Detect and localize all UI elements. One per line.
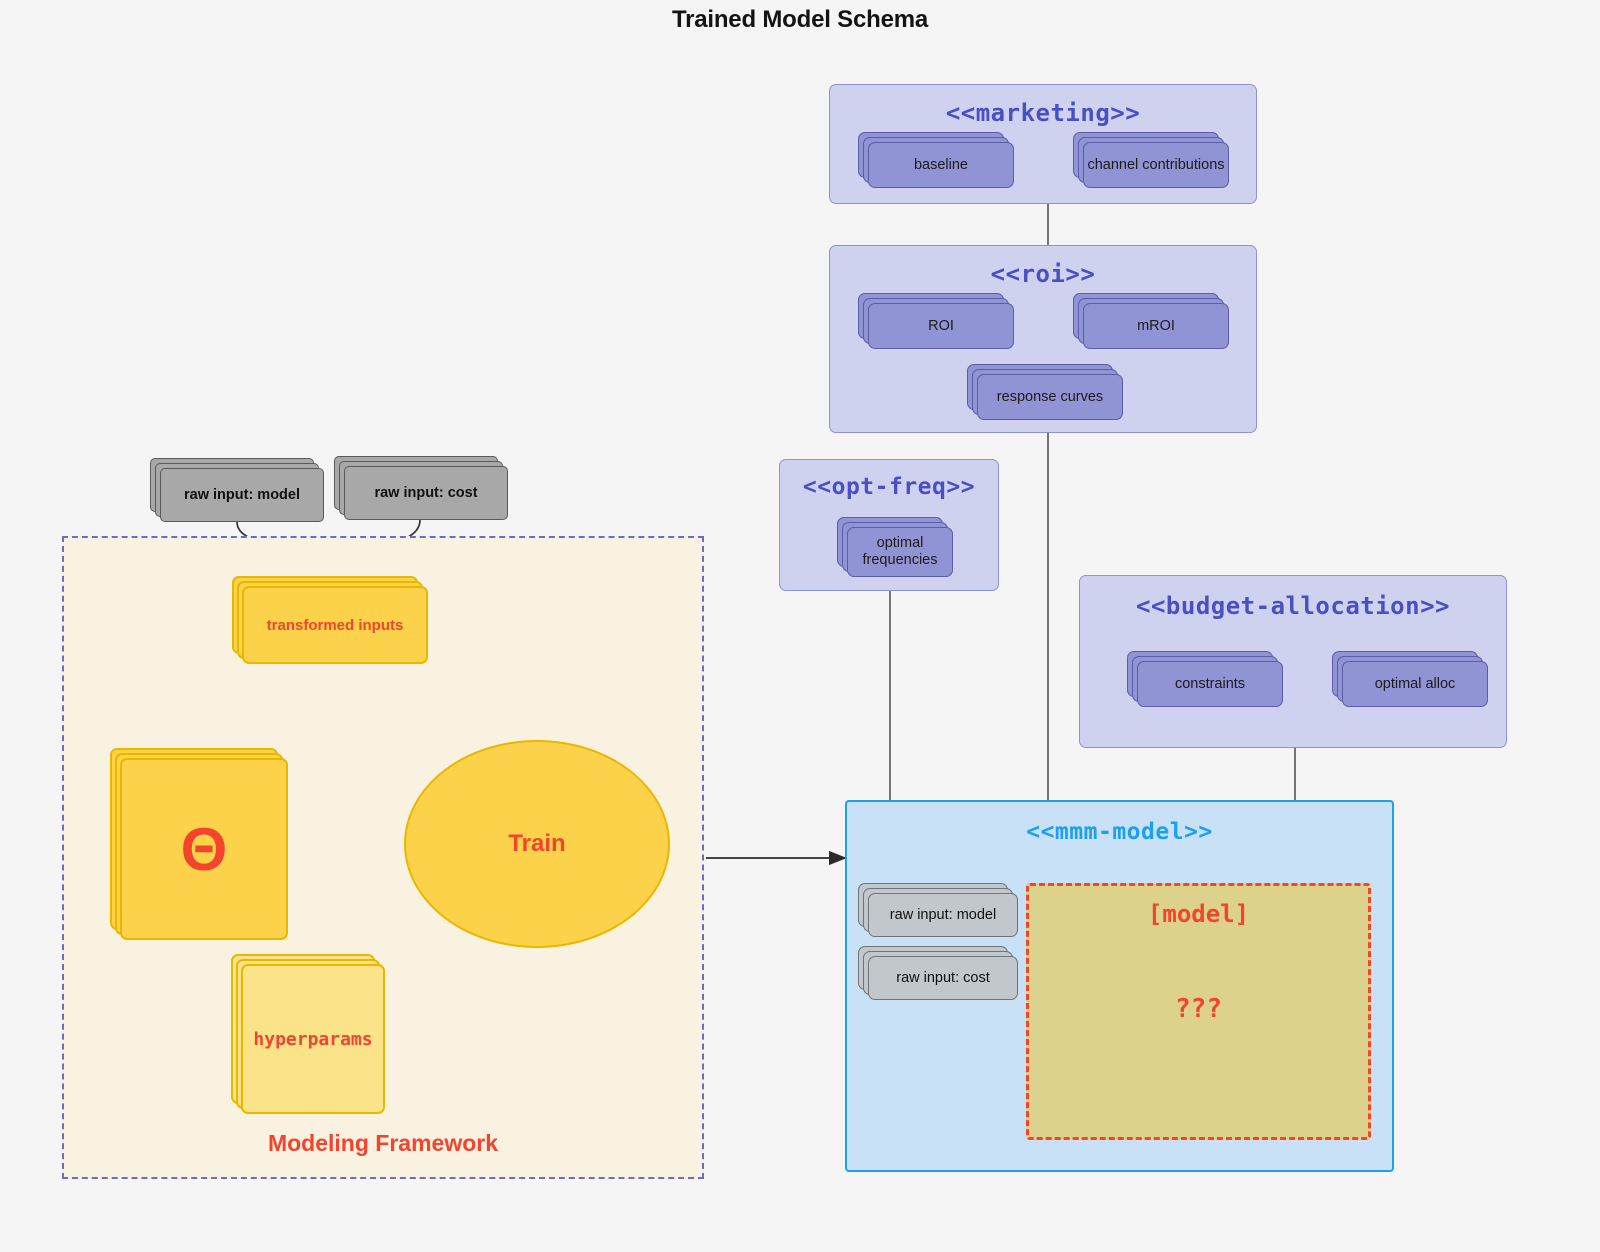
card-constraints[interactable]: constraints	[1127, 651, 1283, 707]
package-marketing-title: <<marketing>>	[945, 99, 1141, 127]
modeling-framework-label: Modeling Framework	[267, 1130, 499, 1156]
raw-input-cost[interactable]: raw input: cost	[334, 456, 508, 520]
card-optimal-alloc[interactable]: optimal alloc	[1332, 651, 1488, 707]
card-theta[interactable]: Θ	[110, 748, 288, 940]
card-baseline-label: baseline	[868, 142, 1014, 188]
optimal-frequencies-line1: optimal	[876, 535, 924, 552]
card-response-curves-label: response curves	[977, 374, 1123, 420]
card-channel-contributions-label: channel contributions	[1083, 142, 1229, 188]
card-optimal-frequencies[interactable]: optimal frequencies	[837, 517, 953, 577]
model-placeholder-box[interactable]: [model] ???	[1026, 883, 1371, 1140]
mmm-input-raw-model[interactable]: raw input: model	[858, 883, 1018, 937]
card-optimal-alloc-label: optimal alloc	[1342, 661, 1488, 707]
package-opt-freq-title: <<opt-freq>>	[802, 474, 976, 500]
card-constraints-label: constraints	[1137, 661, 1283, 707]
package-budget-allocation-title: <<budget-allocation>>	[1136, 592, 1450, 620]
mmm-input-raw-cost-label: raw input: cost	[868, 956, 1018, 1000]
card-theta-label: Θ	[120, 758, 288, 940]
package-roi-title: <<roi>>	[990, 260, 1096, 288]
card-response-curves[interactable]: response curves	[967, 364, 1123, 420]
card-baseline[interactable]: baseline	[858, 132, 1014, 188]
package-mmm-model-title: <<mmm-model>>	[1026, 819, 1213, 845]
train-node[interactable]: Train	[404, 740, 670, 948]
card-hyperparams-label: hyperparams	[241, 964, 385, 1114]
card-transformed-inputs[interactable]: transformed inputs	[232, 576, 428, 664]
card-transformed-inputs-label: transformed inputs	[242, 586, 428, 664]
raw-input-model[interactable]: raw input: model	[150, 458, 324, 522]
mmm-input-raw-model-label: raw input: model	[868, 893, 1018, 937]
card-mroi[interactable]: mROI	[1073, 293, 1229, 349]
card-hyperparams[interactable]: hyperparams	[231, 954, 385, 1114]
card-roi[interactable]: ROI	[858, 293, 1014, 349]
raw-input-cost-label: raw input: cost	[344, 466, 508, 520]
card-channel-contributions[interactable]: channel contributions	[1073, 132, 1229, 188]
train-node-label: Train	[508, 830, 566, 857]
card-roi-label: ROI	[868, 303, 1014, 349]
page-title: Trained Model Schema	[671, 6, 929, 33]
card-mroi-label: mROI	[1083, 303, 1229, 349]
model-placeholder-title: [model]	[1147, 900, 1250, 928]
card-optimal-frequencies-label: optimal frequencies	[847, 527, 953, 577]
model-placeholder-body: ???	[1175, 994, 1222, 1024]
raw-input-model-label: raw input: model	[160, 468, 324, 522]
optimal-frequencies-line2: frequencies	[862, 552, 938, 568]
mmm-input-raw-cost[interactable]: raw input: cost	[858, 946, 1018, 1000]
package-connectors	[889, 204, 1296, 800]
